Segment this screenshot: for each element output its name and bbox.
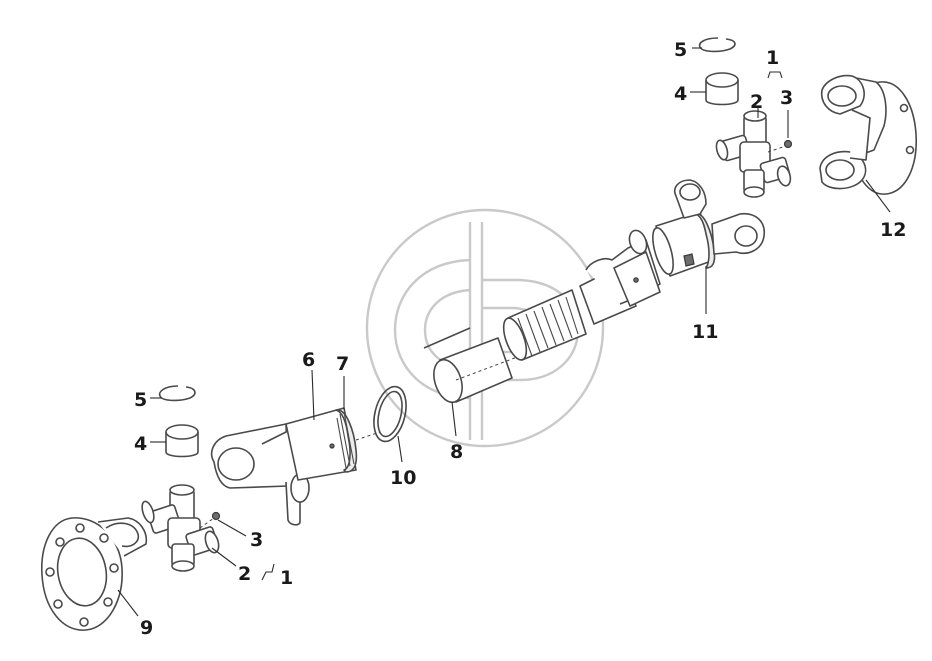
universal-joint-cross-bottom	[141, 484, 247, 572]
callout-6: 6	[302, 349, 315, 371]
callout-labels: 5 1 4 2 3 12 11 6 7 5 4 8 10 3 2 1 9	[134, 39, 906, 639]
flange-yoke-part-12	[819, 74, 917, 213]
splined-shaft	[502, 229, 661, 361]
callout-4-top: 4	[674, 83, 687, 105]
callout-3-bottom: 3	[250, 529, 263, 551]
callout-12: 12	[880, 219, 906, 241]
callout-1-top: 1	[766, 47, 779, 69]
callout-2-top: 2	[750, 91, 763, 113]
bracket-1-bottom	[261, 563, 275, 581]
callout-11: 11	[692, 321, 718, 343]
snap-ring-top-part-5	[692, 37, 736, 53]
callout-2-bottom: 2	[238, 563, 251, 585]
callout-8: 8	[450, 441, 463, 463]
tube-yoke-part-11	[652, 179, 765, 314]
flange-yoke-part-9	[41, 517, 148, 631]
callout-7: 7	[336, 353, 349, 375]
bearing-cup-bottom-part-4	[150, 424, 199, 458]
universal-joint-cross-top	[715, 71, 793, 198]
snap-ring-bottom-part-5	[150, 385, 196, 402]
bearing-cup-top-part-4	[690, 72, 739, 106]
callout-10: 10	[390, 467, 416, 489]
callout-5-top: 5	[674, 39, 687, 61]
callout-9: 9	[140, 617, 153, 639]
dust-cover-tube-part-8	[423, 327, 521, 437]
callout-4-bottom: 4	[134, 433, 147, 455]
callout-5-bottom: 5	[134, 389, 147, 411]
seal-ring-part-10	[373, 385, 407, 463]
slip-yoke-part-6	[210, 369, 381, 526]
callout-1-bottom: 1	[280, 567, 293, 589]
callout-3-top: 3	[780, 87, 793, 109]
